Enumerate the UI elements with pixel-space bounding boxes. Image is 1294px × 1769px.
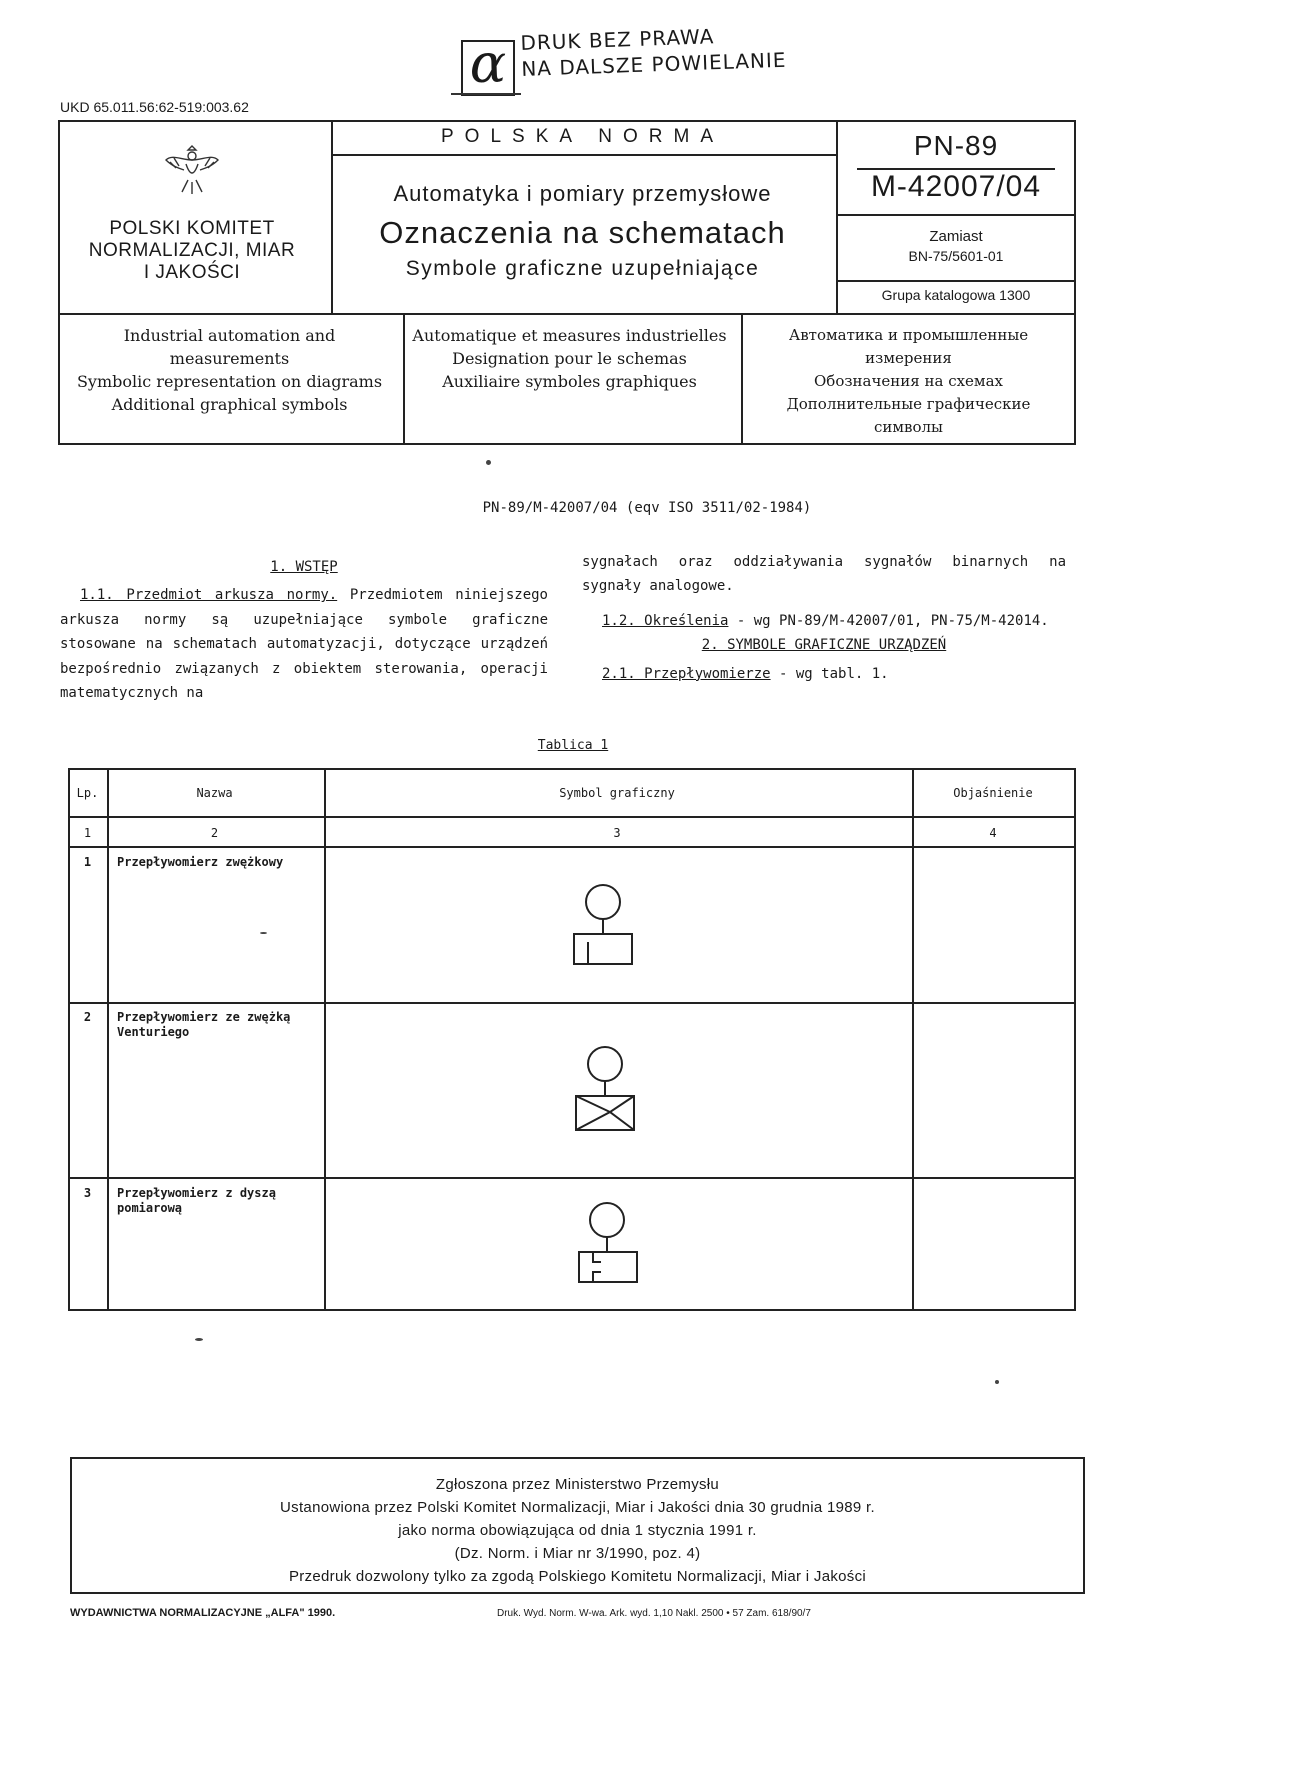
translation-en-line: Symbolic representation on diagrams [76, 372, 383, 391]
ukd-code: UKD 65.011.56:62-519:003.62 [60, 99, 249, 115]
replaces-value: BN-75/5601-01 [908, 248, 1004, 264]
body-left-column: 1. WSTĘP 1.1. Przedmiot arkusza normy. P… [60, 555, 548, 705]
translation-ru-line: символы [873, 418, 943, 436]
column-number: 1 [83, 826, 92, 840]
translation-en-line: Industrial automation and measurements [123, 326, 336, 368]
header-block [58, 120, 1076, 315]
committee-line-3: I JAKOŚCI [143, 262, 241, 283]
print-info: Druk. Wyd. Norm. W-wa. Ark. wyd. 1,10 Na… [497, 1608, 811, 1619]
table-header-explanation: Objaśnienie [953, 786, 1033, 800]
committee-line-1: POLSKI KOMITET [109, 218, 275, 239]
approval-line-4: (Dz. Norm. i Miar nr 3/1990, poz. 4) [454, 1545, 701, 1562]
translation-en-line: Additional graphical symbols [111, 395, 348, 414]
title-line-1: Automatyka i pomiary przemysłowe [393, 181, 772, 206]
committee-line-2: NORMALIZACJI, MIAR [88, 240, 296, 261]
row-2-name: Przepływomierz ze zwężką Venturiego [117, 1010, 291, 1039]
approval-box [70, 1457, 1085, 1594]
title-line-3: Symbole graficzne uzupełniające [405, 257, 760, 280]
translation-ru-line: Дополнительные графические [786, 395, 1031, 413]
table-header-name: Nazwa [196, 786, 233, 800]
row-2-lp: 2 [83, 1010, 92, 1024]
section-2-1-label: 2.1. Przepływomierze [602, 665, 771, 682]
scan-speck [195, 1338, 203, 1341]
scan-speck [486, 460, 491, 465]
venturi-flowmeter-symbol-icon [575, 1046, 635, 1131]
polska-norma-label: POLSKA NORMA [441, 126, 724, 147]
translation-fr-line: Auxiliaire symboles graphiques [442, 372, 697, 391]
translation-ru-line: измерения [865, 349, 952, 367]
section-2-1-text: - wg tabl. 1. [779, 665, 889, 682]
section-2-heading: 2. SYMBOLE GRAFICZNE URZĄDZEŃ [701, 637, 947, 654]
catalog-group: Grupa katalogowa 1300 [881, 287, 1031, 303]
replaces-label: Zamiast [929, 228, 983, 245]
section-1-heading: 1. WSTĘP [270, 559, 338, 575]
equivalence-reference: PN-89/M-42007/04 (eqv ISO 3511/02-1984) [482, 500, 812, 516]
translation-russian: Автоматика и промышленные измерения Обоз… [742, 324, 1075, 439]
section-1-1-label: 1.1. Przedmiot arkusza normy. [80, 587, 338, 604]
norm-divider [857, 168, 1055, 170]
translation-english: Industrial automation and measurements S… [62, 324, 397, 416]
section-2-1-paragraph: 2.1. Przepływomierze - wg tabl. 1. [582, 662, 1066, 686]
translation-french: Automatique et measures industrielles De… [403, 324, 736, 393]
translations-block [58, 313, 1076, 445]
column-number: 4 [989, 826, 997, 840]
translation-fr-line: Designation pour le schemas [452, 349, 687, 368]
section-1-1-continuation: sygnałach oraz oddziaływania sygnałów bi… [582, 554, 1066, 595]
stamp-text: DRUK BEZ PRAWA NA DALSZE POWIELANIE [520, 21, 787, 82]
column-number: 3 [613, 826, 621, 840]
translation-ru-line: Автоматика и промышленные [788, 326, 1029, 344]
table-header-symbol: Symbol graficzny [559, 786, 675, 800]
section-1-1-text: Przedmiotem niniejszego arkusza normy są… [60, 587, 548, 702]
row-1-lp: 1 [83, 855, 92, 869]
translation-fr-line: Automatique et measures industrielles [412, 326, 727, 345]
section-1-2-paragraph: 1.2. Określenia - wg PN-89/M-42007/01, P… [582, 609, 1066, 633]
flowmeter-table [68, 768, 1076, 1311]
norm-year: PN-89 [913, 130, 999, 161]
stamp-frame [461, 40, 515, 96]
body-right-column: sygnałach oraz oddziaływania sygnałów bi… [582, 550, 1066, 686]
approval-line-5: Przedruk dozwolony tylko za zgodą Polski… [288, 1568, 867, 1585]
approval-line-3: jako norma obowiązująca od dnia 1 styczn… [398, 1522, 757, 1539]
row-3-name: Przepływomierz z dyszą pomiarową [117, 1186, 276, 1215]
section-1-2-text: - wg PN-89/M-42007/01, PN-75/M-42014. [736, 612, 1049, 629]
publisher: WYDAWNICTWA NORMALIZACYJNE „ALFA" 1990. [70, 1607, 336, 1619]
eagle-emblem-icon [165, 145, 219, 194]
section-1-1-paragraph: 1.1. Przedmiot arkusza normy. Przedmiote… [60, 583, 548, 705]
stamp-underline [451, 93, 521, 95]
column-number: 2 [210, 826, 219, 840]
table-caption: Tablica 1 [537, 738, 609, 753]
row-1-name: Przepływomierz zwężkowy [117, 855, 284, 869]
nozzle-flowmeter-symbol-icon [578, 1202, 638, 1283]
title-line-2: Oznaczenia na schematach [379, 215, 786, 250]
norm-number: M-42007/04 [870, 170, 1042, 203]
stamp-alpha-logo: α [469, 32, 507, 95]
approval-line-2: Ustanowiona przez Polski Komitet Normali… [280, 1499, 875, 1516]
scan-speck [995, 1380, 999, 1384]
orifice-flowmeter-symbol-icon [573, 884, 633, 965]
scan-speck [260, 932, 267, 934]
section-1-2-label: 1.2. Określenia [602, 612, 729, 629]
table-header-lp: Lp. [76, 786, 99, 800]
approval-line-1: Zgłoszona przez Ministerstwo Przemysłu [435, 1476, 720, 1493]
committee-name: POLSKI KOMITET NORMALIZACJI, MIAR I JAKO… [62, 218, 322, 284]
row-3-lp: 3 [83, 1186, 92, 1200]
translation-ru-line: Обозначения на схемах [813, 372, 1004, 390]
